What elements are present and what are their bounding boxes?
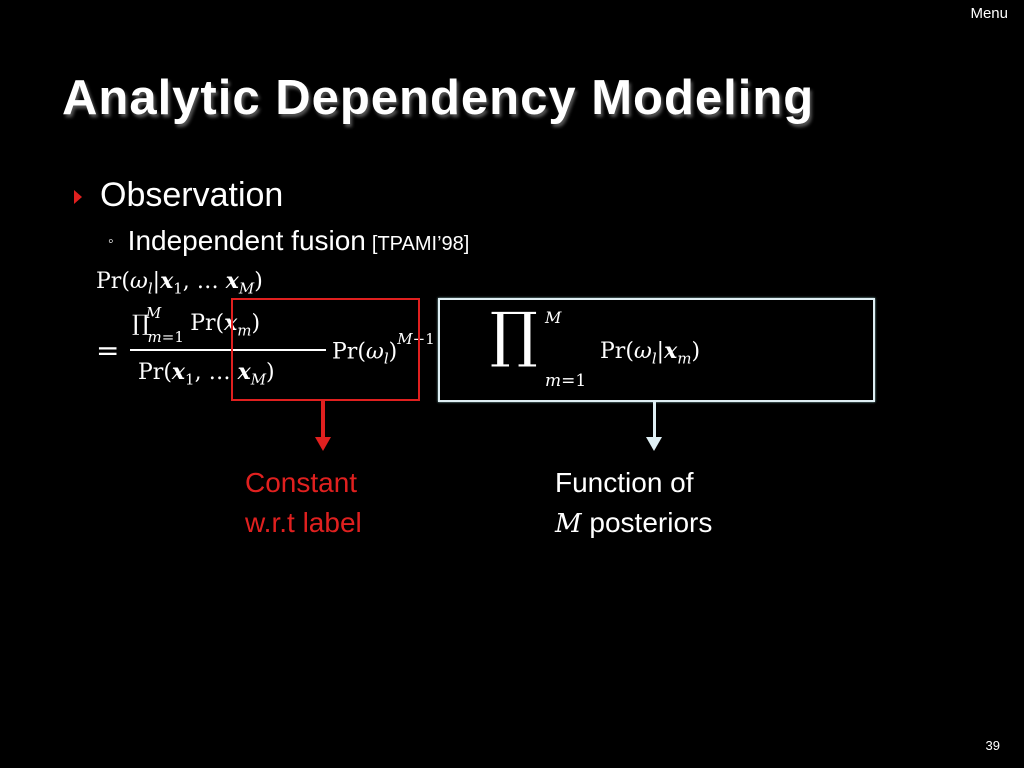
bullet-independent-fusion: ◦ Independent fusion [TPAMI’98] bbox=[108, 225, 469, 257]
arrow-red-down-icon bbox=[315, 437, 331, 451]
bullet-observation: Observation bbox=[74, 176, 283, 215]
page-number: 39 bbox=[985, 738, 1000, 753]
constant-label-line1: Constant bbox=[245, 467, 358, 498]
formula-equals: = bbox=[96, 334, 120, 367]
fraction-bar bbox=[130, 349, 326, 351]
arrow-white-down-icon bbox=[646, 437, 662, 451]
product-lower: m=1 bbox=[545, 371, 587, 391]
bullet-observation-label: Observation bbox=[100, 176, 284, 214]
fraction-numerator: ∏m=1M Pr(xm) bbox=[132, 304, 261, 346]
highlight-box-function bbox=[438, 298, 875, 402]
function-label-rest: posteriors bbox=[589, 507, 713, 538]
slide-title: Analytic Dependency Modeling bbox=[62, 71, 815, 125]
citation: [TPAMI’98] bbox=[371, 233, 470, 255]
function-label-var: M bbox=[555, 509, 582, 539]
product-upper: M bbox=[545, 308, 562, 327]
bullet-independent-fusion-label: Independent fusion bbox=[127, 225, 366, 256]
menu-button[interactable]: Menu bbox=[970, 5, 1008, 22]
formula-lhs: Pr(ωl|x1, … xM) bbox=[96, 268, 263, 298]
arrow-white-shaft bbox=[653, 401, 656, 439]
posterior-term: Pr(ωl|xm) bbox=[600, 338, 701, 368]
constant-label-line2: w.r.t label bbox=[245, 507, 362, 538]
fraction-denominator: Pr(x1, … xM) bbox=[138, 359, 275, 389]
ring-bullet-icon: ◦ bbox=[108, 233, 114, 250]
arrow-red-shaft bbox=[321, 401, 325, 439]
constant-label: Constant w.r.t label bbox=[245, 463, 362, 543]
product-operator: ∏ bbox=[490, 300, 538, 370]
bullet-arrow-icon bbox=[74, 190, 82, 204]
highlight-box-constant bbox=[231, 298, 420, 401]
function-label: Function of M posteriors bbox=[555, 463, 712, 544]
function-label-line1: Function of bbox=[555, 467, 694, 498]
function-label-line2: M posteriors bbox=[555, 503, 712, 544]
